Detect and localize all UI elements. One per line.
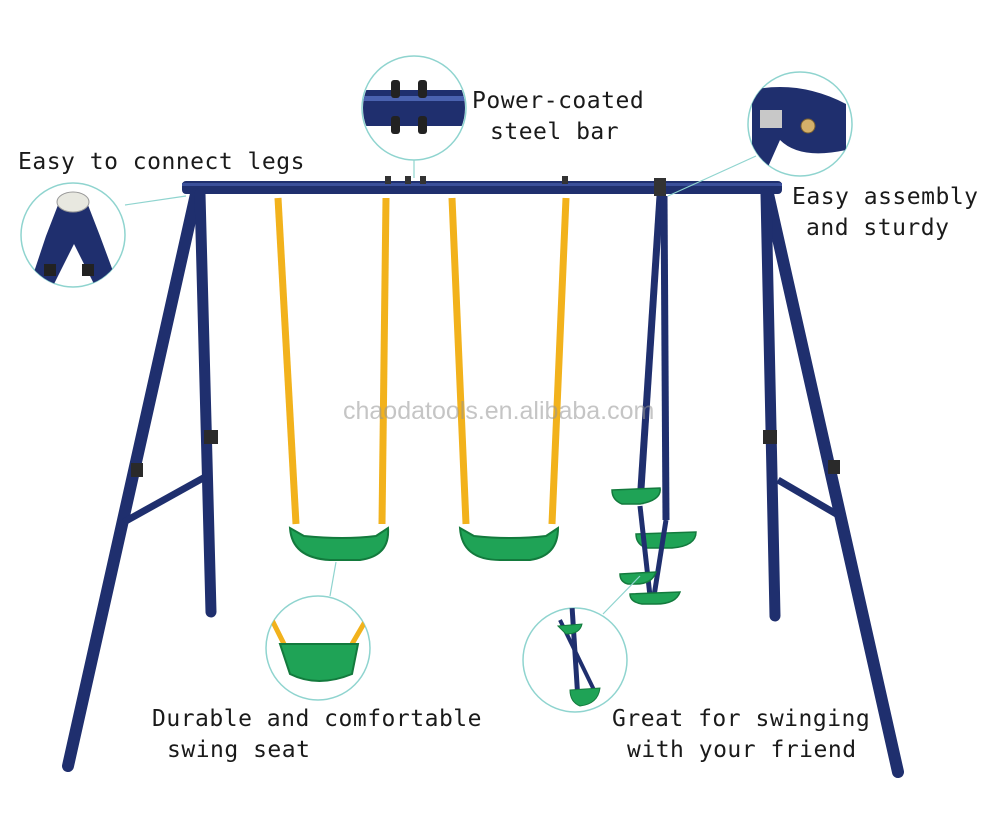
callout-glider-line1: Great for swinging: [612, 706, 871, 732]
callout-bar-line2: steel bar: [490, 119, 620, 145]
callout-glider-label: Great for swinging with your friend: [612, 704, 870, 766]
bar-brackets: [385, 176, 666, 196]
left-frame: [62, 188, 218, 772]
callout-glider-image: [522, 607, 628, 713]
callout-seat-line1: Durable and comfortable: [152, 706, 482, 732]
callout-glider-line2: with your friend: [627, 737, 857, 763]
callout-lines: [124, 155, 757, 615]
callout-bar-label: Power-coated steel bar: [472, 86, 644, 148]
callout-seat-line2: swing seat: [167, 737, 311, 763]
swing-seat-right: [448, 197, 570, 561]
callout-legs-line1: Easy to connect legs: [18, 149, 305, 175]
callout-legs-image: [20, 182, 126, 288]
callout-seat-label: Durable and comfortable swing seat: [152, 704, 482, 766]
callout-assembly-line2: and sturdy: [806, 215, 950, 241]
callout-legs-label: Easy to connect legs: [18, 147, 305, 178]
callout-seat-image: [265, 595, 371, 701]
callout-assembly-line1: Easy assembly: [792, 184, 979, 210]
callout-bar-image: [361, 55, 467, 161]
top-bar: [182, 181, 782, 194]
right-frame: [760, 188, 904, 778]
callout-assembly-label: Easy assembly and sturdy: [792, 182, 979, 244]
callout-bar-line1: Power-coated: [472, 88, 645, 114]
watermark: chaodatools.en.alibaba.com: [343, 397, 655, 425]
swing-seat-left: [274, 197, 390, 561]
callout-assembly-image: [747, 71, 853, 177]
glider-swing: [611, 195, 697, 605]
